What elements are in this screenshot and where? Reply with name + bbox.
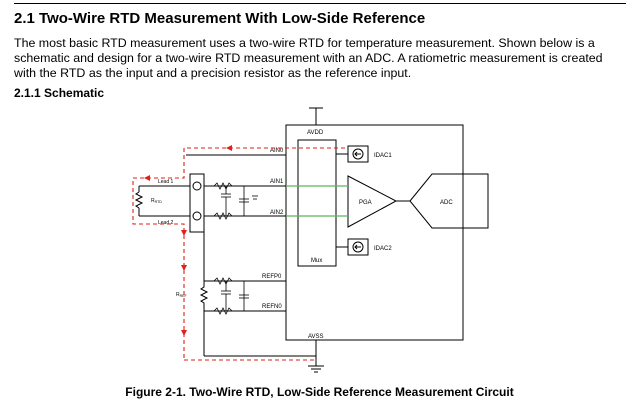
ain2-label: AIN2 — [270, 210, 284, 216]
idac1-label: IDAC1 — [374, 153, 392, 159]
adc-block — [409, 173, 489, 229]
excitation-current-path — [132, 147, 345, 361]
idac2-label: IDAC2 — [374, 246, 392, 252]
avdd-label: AVDD — [307, 130, 324, 136]
pga-label: PGA — [359, 200, 372, 206]
idac1-source — [336, 145, 369, 163]
section-paragraph: The most basic RTD measurement uses a tw… — [14, 36, 603, 80]
input-wires — [186, 154, 286, 217]
refp0-label: REFP0 — [262, 274, 282, 280]
rrtd-label: RRTD — [151, 198, 162, 204]
refn0-label: REFN0 — [262, 304, 282, 310]
mux-label: Mux — [311, 258, 322, 264]
input-filter-resistors — [213, 182, 258, 220]
reference-network — [199, 216, 316, 357]
adc-label: ADC — [440, 200, 453, 206]
schematic-subheading: 2.1.1 Schematic — [14, 86, 105, 100]
current-arrows — [144, 145, 232, 336]
top-rule — [14, 3, 626, 4]
lead2-label: Lead 2 — [158, 220, 174, 226]
mux-block — [297, 139, 337, 267]
idac2-source — [336, 238, 369, 256]
ain0-label: AIN0 — [270, 148, 284, 154]
signal-path — [286, 185, 348, 217]
avss-label: AVSS — [308, 334, 324, 340]
avss-ground — [308, 340, 324, 373]
pga-triangle — [347, 175, 398, 228]
section-heading: 2.1 Two-Wire RTD Measurement With Low-Si… — [14, 10, 426, 27]
ain1-label: AIN1 — [270, 179, 284, 185]
reference-filter — [213, 277, 249, 315]
figure-caption: Figure 2-1. Two-Wire RTD, Low-Side Refer… — [125, 385, 514, 399]
lead1-label: Lead 1 — [158, 179, 174, 185]
terminal-block — [189, 173, 205, 233]
avdd-supply — [286, 107, 464, 340]
adc-chip-box — [285, 124, 464, 341]
rtd-sensor — [134, 185, 190, 217]
rref-label: RREF — [176, 292, 187, 298]
